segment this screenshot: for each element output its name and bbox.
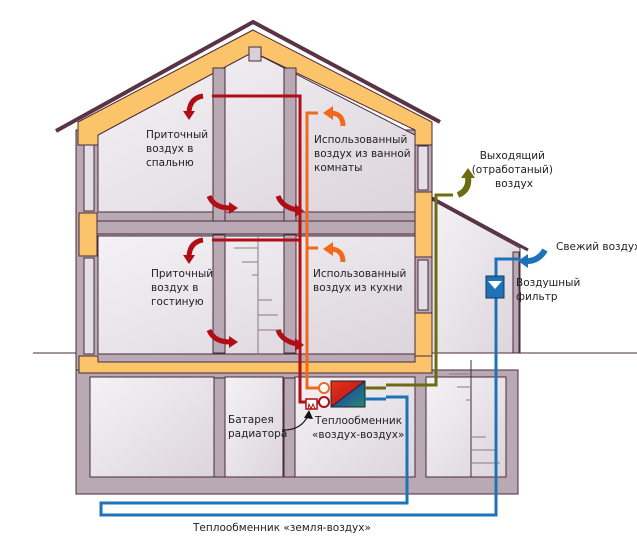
supply-arrows: [186, 93, 298, 347]
exhaust-arrow: [456, 175, 472, 198]
air-air-heat-exchanger: [318, 380, 386, 408]
label-radiator: Батарея радиатора: [228, 414, 287, 440]
label-air-filter: Воздушный фильтр: [516, 277, 584, 303]
label-fresh-air: Свежий воздух: [556, 241, 637, 253]
label-used-bathroom: Использованный воздух из ванной комнаты: [314, 134, 414, 174]
radiator-icon: [305, 398, 318, 411]
label-air-air-exchanger: Теплообменник «воздух-воздух»: [312, 415, 405, 441]
used-air-arrowheads: [323, 106, 333, 256]
label-exhaust-out: Выходящий (отработаный) воздух: [472, 150, 557, 190]
interior-columns: [212, 67, 297, 478]
label-supply-living: Приточный воздух в гостиную: [151, 268, 216, 308]
label-ground-air-exchanger: Теплообменник «земля-воздух»: [192, 522, 371, 534]
annex: [431, 196, 529, 354]
used-air-duct: [305, 111, 319, 390]
basement: [75, 360, 519, 495]
windows: [83, 144, 429, 355]
label-used-kitchen: Использованный воздух из кухни: [313, 268, 410, 294]
wall-insulation: [78, 191, 433, 374]
stairs: [234, 236, 282, 354]
house-body: [75, 51, 433, 371]
air-filter-icon: [485, 275, 505, 299]
fresh-air-duct: [99, 257, 520, 517]
radiator-pointer: [281, 415, 309, 431]
exhaust-duct: [386, 193, 453, 387]
supply-arrowheads: [183, 111, 304, 351]
label-supply-bedroom: Приточный воздух в спальню: [146, 129, 211, 169]
